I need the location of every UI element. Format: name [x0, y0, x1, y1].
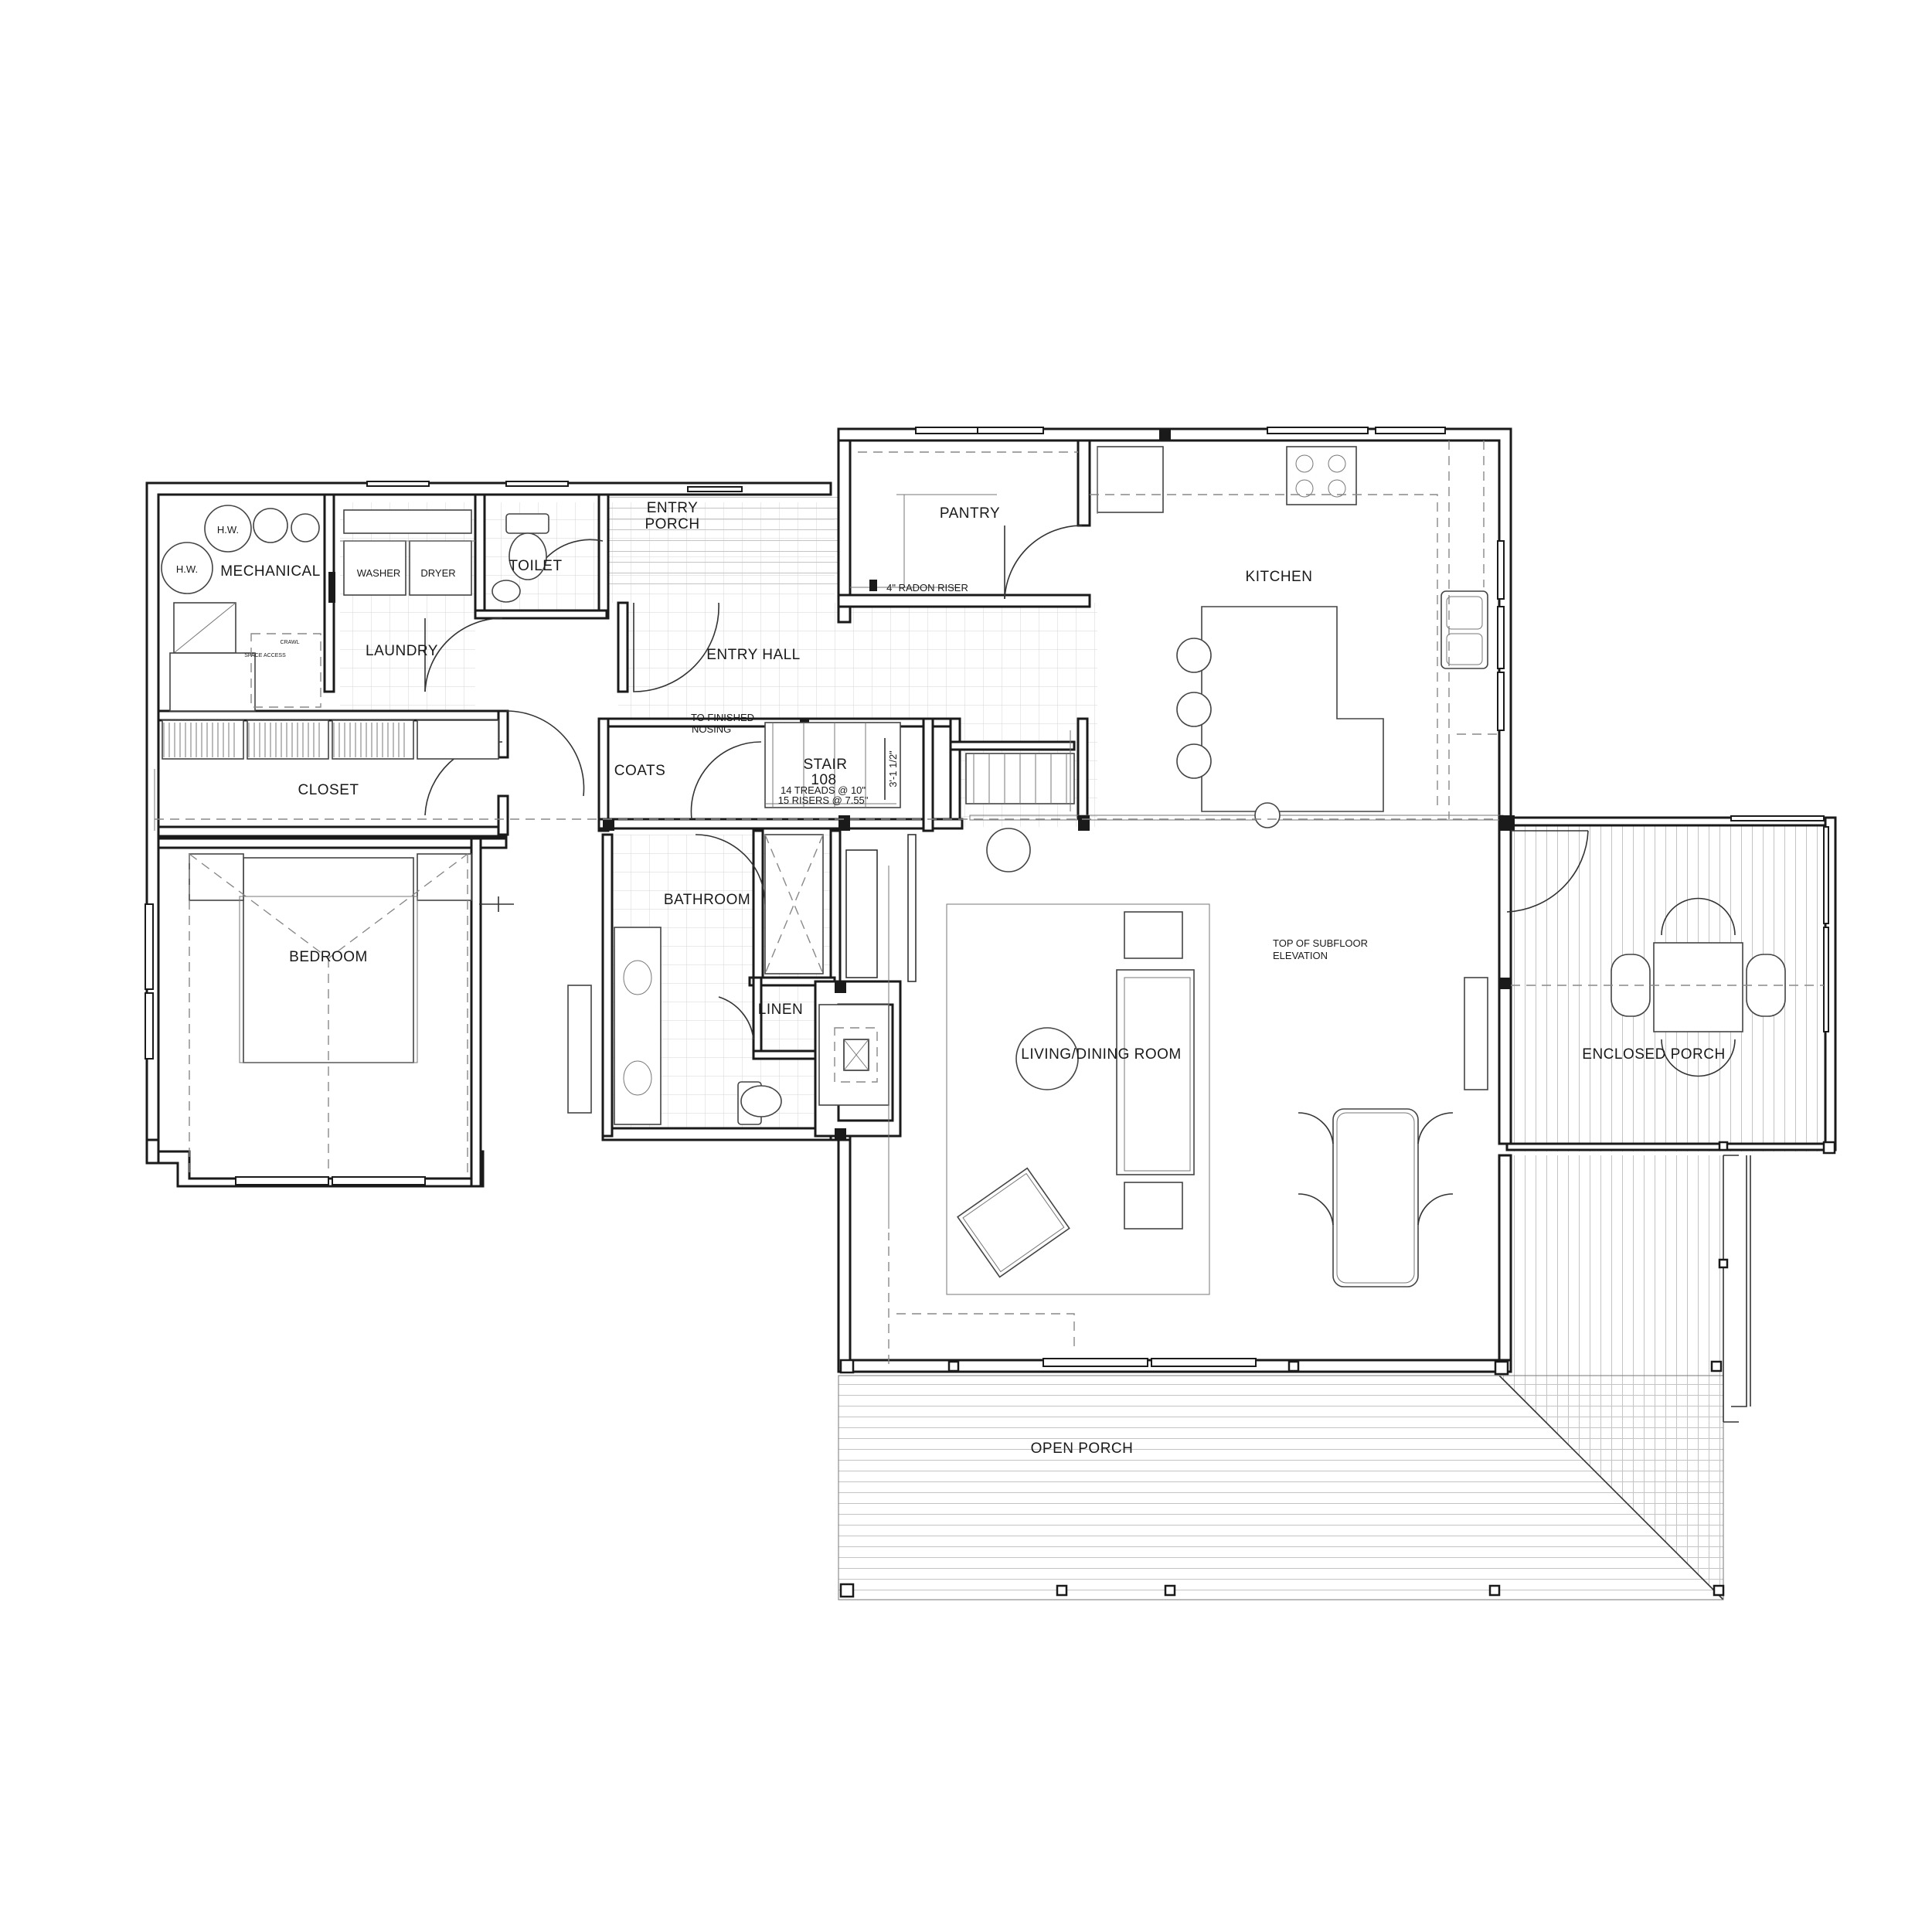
- living-dining-furniture: [888, 828, 1488, 1364]
- label-to-finished-2: NOSING: [692, 723, 731, 735]
- toilet-fixtures: [492, 513, 782, 1125]
- label-linen: LINEN: [758, 1002, 803, 1018]
- label-dryer: DRYER: [420, 567, 455, 579]
- overhead-lines: [858, 440, 1499, 735]
- stair: [764, 722, 1075, 811]
- bedroom-furniture: [189, 853, 592, 1175]
- windows: [145, 427, 1829, 1367]
- label-subfloor-1: TOP OF SUBFLOOR: [1273, 937, 1368, 949]
- closet-shelving: [154, 719, 846, 831]
- porch-posts: [839, 1141, 1836, 1598]
- label-open-porch: OPEN PORCH: [1031, 1440, 1134, 1457]
- label-entry-porch-1: ENTRY: [647, 500, 699, 516]
- label-toilet: TOILET: [509, 558, 562, 574]
- fireplace: [818, 1004, 889, 1106]
- label-entry-hall: ENTRY HALL: [706, 647, 801, 663]
- label-hw-top: H.W.: [217, 524, 239, 536]
- bathroom-fixtures: [614, 834, 917, 1125]
- label-entry-porch-2: PORCH: [645, 516, 699, 532]
- label-kitchen: KITCHEN: [1246, 569, 1313, 585]
- label-space-access: SPACE ACCESS: [244, 653, 286, 658]
- label-closet: CLOSET: [298, 782, 359, 798]
- laundry-appliances: [340, 509, 475, 596]
- label-risers: 15 RISERS @ 7.55": [778, 794, 869, 806]
- label-washer: WASHER: [357, 567, 401, 579]
- label-bedroom: BEDROOM: [289, 949, 368, 965]
- label-subfloor-2: ELEVATION: [1273, 950, 1328, 961]
- label-stair-dim: 3'-1 1/2": [887, 750, 899, 787]
- label-enclosed-porch: ENCLOSED PORCH: [1582, 1046, 1725, 1063]
- label-treads: 14 TREADS @ 10": [781, 784, 866, 796]
- label-pantry: PANTRY: [940, 505, 1000, 522]
- label-laundry: LAUNDRY: [366, 643, 438, 659]
- mechanical-equipment: [161, 505, 335, 712]
- enclosed-porch-furniture: [1511, 897, 1824, 1077]
- room-labels: MECHANICAL H.W. H.W. WASHER DRYER TOILET…: [176, 500, 1725, 1457]
- label-stair-2: 108: [811, 772, 836, 788]
- porch-steps: [1723, 1155, 1751, 1423]
- label-living-dining: LIVING/DINING ROOM: [1021, 1046, 1181, 1063]
- doors: [424, 525, 1589, 1040]
- label-radon-riser: 4" RADON RISER: [886, 582, 968, 594]
- kitchen-fixtures: [850, 440, 1499, 828]
- label-bathroom: BATHROOM: [664, 892, 750, 908]
- label-mechanical: MECHANICAL: [220, 563, 321, 580]
- label-stair-1: STAIR: [803, 757, 847, 773]
- label-to-finished-1: TO FINISHED: [691, 712, 754, 723]
- label-crawl: CRAWL: [280, 640, 299, 645]
- label-coats: COATS: [614, 763, 666, 779]
- label-hw-left: H.W.: [176, 563, 198, 575]
- open-porch-deck: [838, 1155, 1724, 1600]
